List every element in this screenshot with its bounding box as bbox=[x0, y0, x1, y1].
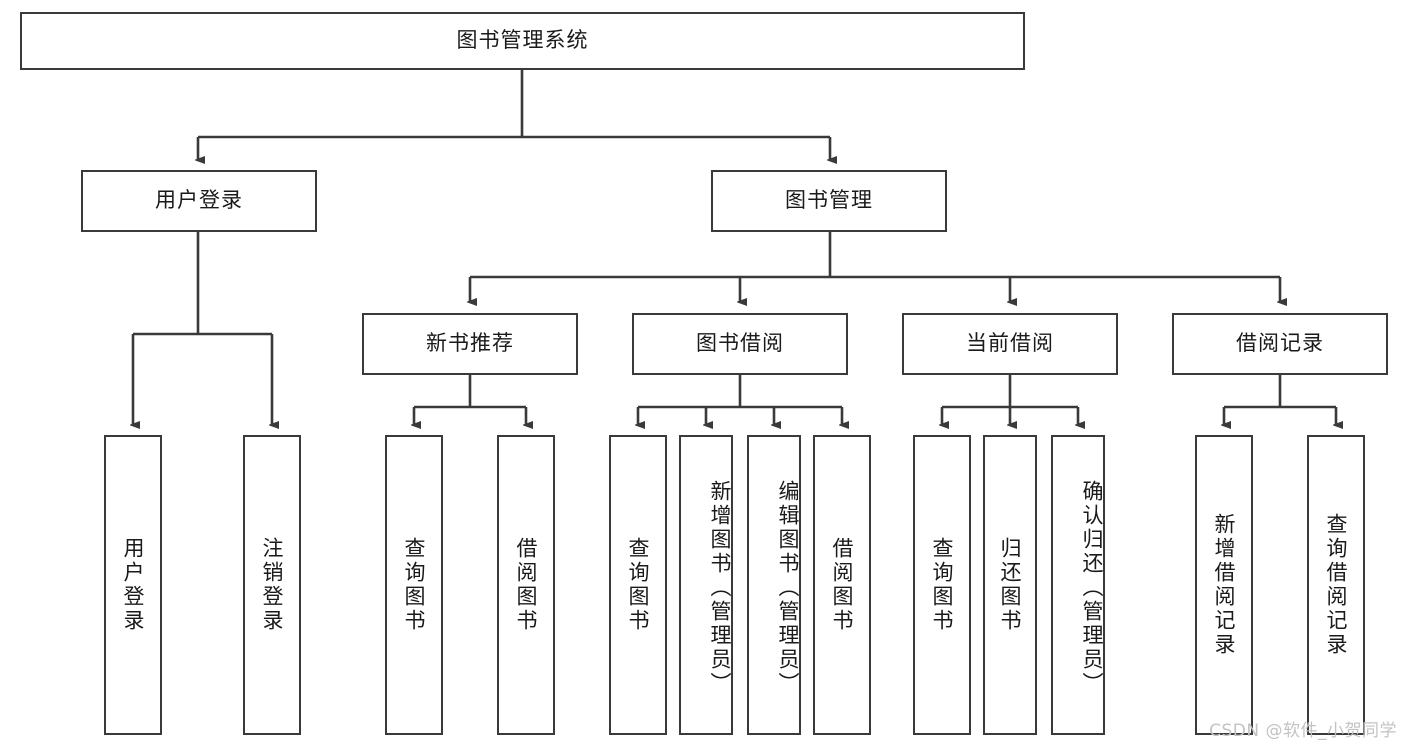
leaf-add-record-label: 新增借阅记录 bbox=[1212, 513, 1237, 657]
leaf-borrow-book-1-label: 借阅图书 bbox=[514, 537, 539, 633]
csdn-watermark: CSDN @软件_小贺同学 bbox=[1209, 721, 1397, 741]
leaf-borrow-book-2-label: 借阅图书 bbox=[830, 537, 855, 633]
leaf-return-book-label: 归还图书 bbox=[998, 537, 1023, 633]
leaf-logout-login[interactable]: 注销登录 bbox=[243, 435, 301, 735]
leaf-query-book-2-label: 查询图书 bbox=[626, 537, 651, 633]
leaf-query-book-1-label: 查询图书 bbox=[402, 537, 427, 633]
leaf-add-record[interactable]: 新增借阅记录 bbox=[1195, 435, 1253, 735]
leaf-user-login-label: 用户登录 bbox=[121, 537, 146, 633]
leaf-edit-book[interactable]: 编辑图书（管理员） bbox=[747, 435, 801, 735]
leaf-query-record[interactable]: 查询借阅记录 bbox=[1307, 435, 1365, 735]
node-book-manage-label: 图书管理 bbox=[785, 188, 873, 213]
leaf-add-book-label: 新增图书（管理员） bbox=[708, 480, 732, 696]
node-root[interactable]: 图书管理系统 bbox=[20, 12, 1025, 70]
node-book-borrow[interactable]: 图书借阅 bbox=[632, 313, 848, 375]
node-book-manage[interactable]: 图书管理 bbox=[711, 170, 947, 232]
leaf-query-book-2[interactable]: 查询图书 bbox=[609, 435, 667, 735]
leaf-borrow-book-1[interactable]: 借阅图书 bbox=[497, 435, 555, 735]
node-current-borrow[interactable]: 当前借阅 bbox=[902, 313, 1118, 375]
node-root-label: 图书管理系统 bbox=[456, 28, 589, 53]
node-current-borrow-label: 当前借阅 bbox=[966, 331, 1054, 356]
leaf-query-book-3[interactable]: 查询图书 bbox=[913, 435, 971, 735]
leaf-return-book[interactable]: 归还图书 bbox=[983, 435, 1037, 735]
node-borrow-record-label: 借阅记录 bbox=[1236, 331, 1324, 356]
node-user-login[interactable]: 用户登录 bbox=[81, 170, 317, 232]
node-new-book-recommend[interactable]: 新书推荐 bbox=[362, 313, 578, 375]
leaf-logout-login-label: 注销登录 bbox=[260, 537, 285, 633]
leaf-add-book[interactable]: 新增图书（管理员） bbox=[679, 435, 733, 735]
leaf-borrow-book-2[interactable]: 借阅图书 bbox=[813, 435, 871, 735]
leaf-user-login[interactable]: 用户登录 bbox=[104, 435, 162, 735]
node-borrow-record[interactable]: 借阅记录 bbox=[1172, 313, 1388, 375]
leaf-query-book-3-label: 查询图书 bbox=[930, 537, 955, 633]
leaf-query-record-label: 查询借阅记录 bbox=[1324, 513, 1349, 657]
leaf-query-book-1[interactable]: 查询图书 bbox=[385, 435, 443, 735]
node-user-login-label: 用户登录 bbox=[155, 188, 243, 213]
node-book-borrow-label: 图书借阅 bbox=[696, 331, 784, 356]
node-new-book-recommend-label: 新书推荐 bbox=[426, 331, 514, 356]
leaf-confirm-return[interactable]: 确认归还（管理员） bbox=[1051, 435, 1105, 735]
leaf-edit-book-label: 编辑图书（管理员） bbox=[776, 480, 800, 696]
leaf-confirm-return-label: 确认归还（管理员） bbox=[1080, 480, 1104, 696]
